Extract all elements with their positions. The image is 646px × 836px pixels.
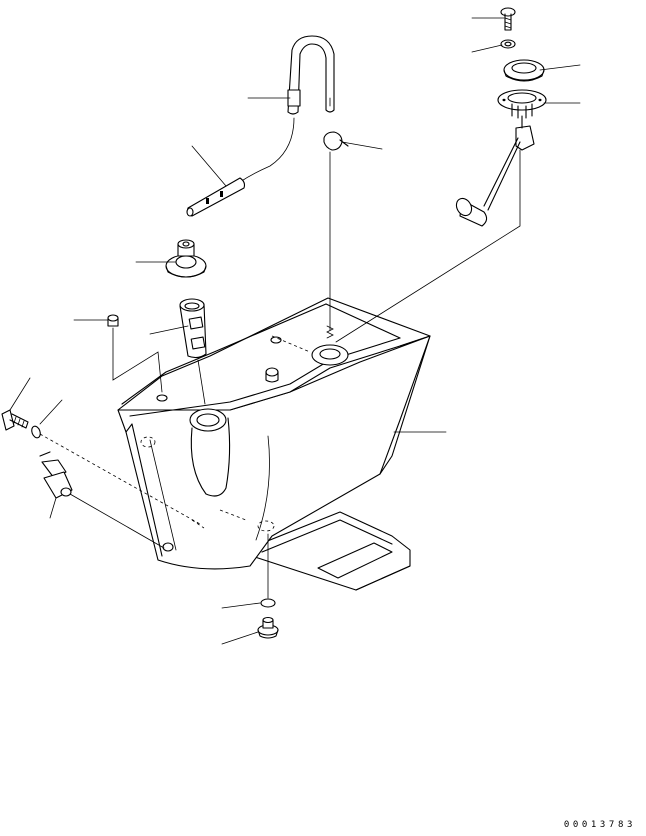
screw <box>501 8 515 30</box>
gauge-cover <box>504 60 544 81</box>
leader-strainer <box>150 326 188 334</box>
fuel-gauge-sender <box>484 90 546 210</box>
breather-tube <box>187 118 294 216</box>
vent-cap <box>166 240 206 277</box>
washer <box>501 40 515 48</box>
drain-valve <box>40 452 164 548</box>
filler-hose <box>288 36 334 114</box>
leader-drain-plug <box>222 632 258 644</box>
bolt <box>2 410 28 430</box>
bolt-washer <box>30 425 200 524</box>
leader-washer <box>472 45 502 52</box>
leader-drain-valve <box>50 498 56 518</box>
leader-clip <box>342 142 382 149</box>
float <box>336 150 520 342</box>
plug <box>108 315 162 392</box>
fuel-tank <box>118 298 430 590</box>
reference-number: 00013783 <box>563 820 636 830</box>
leader-gauge-cover <box>540 65 580 70</box>
gasket <box>261 534 275 607</box>
drain-plug <box>258 618 278 639</box>
leader-breather-tube <box>192 146 226 186</box>
leader-bolt <box>10 378 30 410</box>
strainer <box>180 299 206 404</box>
leader-gasket <box>222 603 260 608</box>
leader-bolt-washer <box>40 400 62 424</box>
leader-lines <box>10 18 580 644</box>
